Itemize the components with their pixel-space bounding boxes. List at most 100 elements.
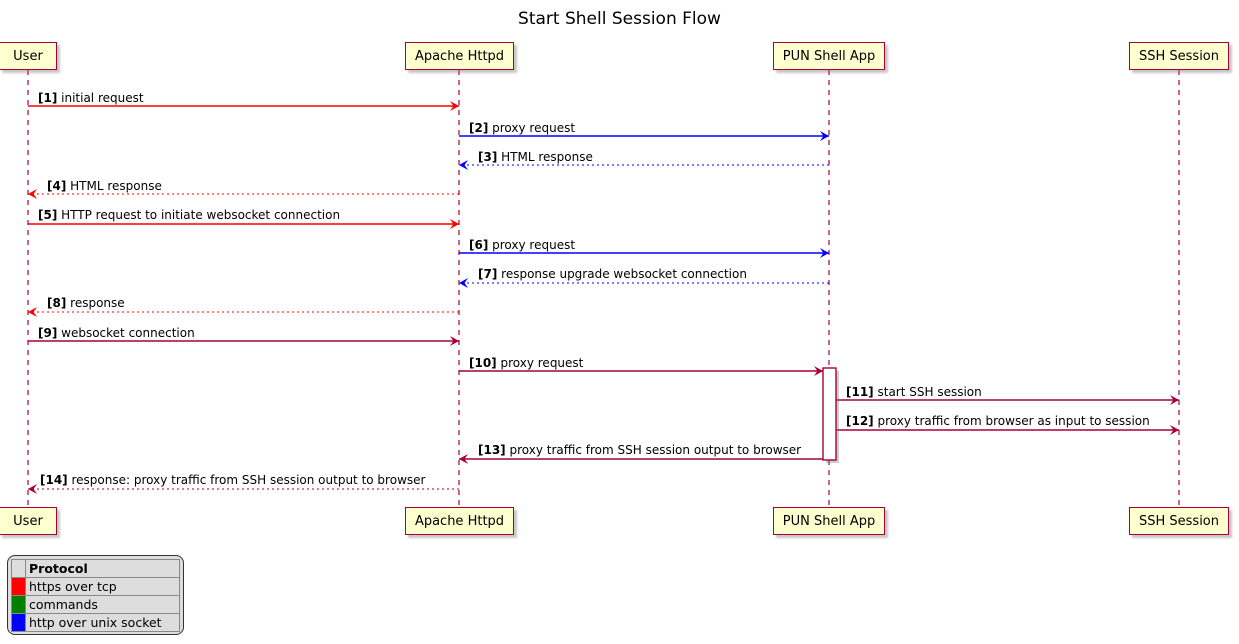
message-number: [3] xyxy=(478,150,498,164)
message-label-14: [14] response: proxy traffic from SSH se… xyxy=(40,473,425,487)
message-arrow-11 xyxy=(836,395,1179,405)
legend-swatch-2 xyxy=(11,613,26,632)
arrowhead xyxy=(450,219,459,229)
message-number: [9] xyxy=(38,326,58,340)
participant-label: User xyxy=(13,48,43,64)
arrowhead xyxy=(28,307,37,317)
participant-ssh-bottom[interactable]: SSH Session xyxy=(1129,507,1229,535)
message-label-3: [3] HTML response xyxy=(478,150,593,164)
message-label-5: [5] HTTP request to initiate websocket c… xyxy=(38,208,340,222)
legend-header-label: Protocol xyxy=(25,559,180,578)
message-number: [2] xyxy=(469,121,489,135)
message-text: proxy request xyxy=(488,121,576,135)
arrowhead xyxy=(28,189,37,199)
participant-label: Apache Httpd xyxy=(414,513,505,529)
message-label-9: [9] websocket connection xyxy=(38,326,195,340)
message-number: [4] xyxy=(47,179,67,193)
message-arrow-10 xyxy=(459,366,823,376)
message-arrow-4 xyxy=(28,189,459,199)
arrowhead xyxy=(820,248,829,258)
message-label-2: [2] proxy request xyxy=(469,121,575,135)
color-swatch xyxy=(12,560,25,577)
activation-bar-pun-shell-app xyxy=(822,367,837,461)
color-swatch xyxy=(12,596,25,613)
legend-row: http over unix socket xyxy=(11,613,180,632)
legend-header-swatch xyxy=(11,559,26,578)
arrowhead xyxy=(820,131,829,141)
participant-user-top[interactable]: User xyxy=(0,42,57,70)
message-number: [13] xyxy=(478,443,506,457)
message-number: [14] xyxy=(40,473,68,487)
arrowhead xyxy=(450,101,459,111)
message-number: [7] xyxy=(478,267,498,281)
message-arrow-5 xyxy=(28,219,459,229)
message-text: proxy traffic from browser as input to s… xyxy=(873,414,1150,428)
participant-label: User xyxy=(13,513,43,529)
arrowhead xyxy=(1170,425,1179,435)
legend-swatch-1 xyxy=(11,595,26,614)
message-arrow-14 xyxy=(28,484,459,494)
legend-label-1: commands xyxy=(25,595,180,614)
message-arrow-12 xyxy=(836,425,1179,435)
message-text: response: proxy traffic from SSH session… xyxy=(67,473,426,487)
message-label-10: [10] proxy request xyxy=(469,356,583,370)
arrowhead xyxy=(450,336,459,346)
legend-label-2: http over unix socket xyxy=(25,613,180,632)
page-title: Start Shell Session Flow xyxy=(518,9,721,29)
message-text: HTML response xyxy=(497,150,593,164)
message-text: proxy traffic from SSH session output to… xyxy=(505,443,802,457)
activation-bars-group xyxy=(822,367,839,463)
arrowhead xyxy=(814,366,823,376)
message-label-6: [6] proxy request xyxy=(469,238,575,252)
message-text: HTML response xyxy=(66,179,162,193)
legend-header-row: Protocol xyxy=(11,559,180,578)
participant-pun-top[interactable]: PUN Shell App xyxy=(773,42,885,70)
message-text: HTTP request to initiate websocket conne… xyxy=(57,208,341,222)
arrowhead xyxy=(459,454,468,464)
participant-apache-bottom[interactable]: Apache Httpd xyxy=(405,507,514,535)
message-arrow-6 xyxy=(459,248,829,258)
message-label-7: [7] response upgrade websocket connectio… xyxy=(478,267,747,281)
message-label-11: [11] start SSH session xyxy=(846,385,982,399)
color-swatch xyxy=(12,614,25,631)
message-number: [8] xyxy=(47,296,67,310)
arrowhead xyxy=(1170,395,1179,405)
message-text: response upgrade websocket connection xyxy=(497,267,747,281)
arrowhead xyxy=(459,160,468,170)
message-arrow-7 xyxy=(459,278,829,288)
message-number: [1] xyxy=(38,91,58,105)
participant-ssh-top[interactable]: SSH Session xyxy=(1129,42,1229,70)
participant-label: PUN Shell App xyxy=(782,513,876,529)
message-number: [5] xyxy=(38,208,58,222)
message-text: proxy request xyxy=(488,238,576,252)
participant-user-bottom[interactable]: User xyxy=(0,507,57,535)
message-arrow-9 xyxy=(28,336,459,346)
participant-label: PUN Shell App xyxy=(782,48,876,64)
message-number: [10] xyxy=(469,356,497,370)
message-number: [12] xyxy=(846,414,874,428)
legend-label-0: https over tcp xyxy=(25,577,180,596)
participant-apache-top[interactable]: Apache Httpd xyxy=(405,42,514,70)
participant-pun-bottom[interactable]: PUN Shell App xyxy=(773,507,885,535)
message-text: proxy request xyxy=(496,356,584,370)
participant-label: SSH Session xyxy=(1138,48,1219,64)
message-text: start SSH session xyxy=(873,385,982,399)
color-swatch xyxy=(12,578,25,595)
arrowhead xyxy=(459,278,468,288)
arrowhead xyxy=(28,484,37,494)
message-number: [11] xyxy=(846,385,874,399)
message-label-1: [1] initial request xyxy=(38,91,144,105)
message-arrow-3 xyxy=(459,160,829,170)
legend-row: https over tcp xyxy=(11,577,180,596)
message-label-12: [12] proxy traffic from browser as input… xyxy=(846,414,1150,428)
message-label-8: [8] response xyxy=(47,296,125,310)
legend-swatch-0 xyxy=(11,577,26,596)
message-arrow-13 xyxy=(459,454,823,464)
message-arrows-group xyxy=(28,101,1179,494)
participant-label: Apache Httpd xyxy=(414,48,505,64)
legend-row: commands xyxy=(11,595,180,614)
